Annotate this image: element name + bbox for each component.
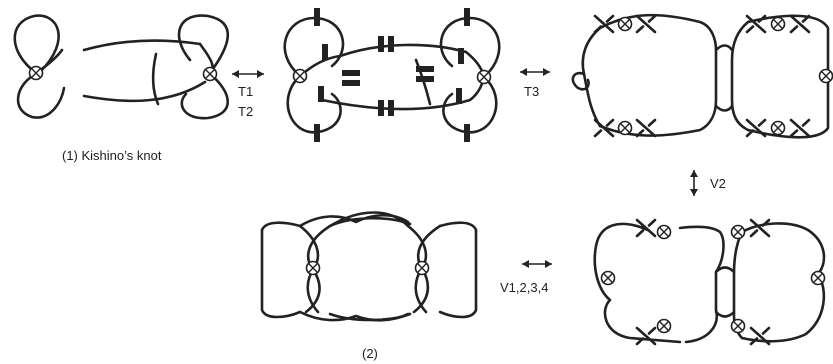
virtual-crossing-icon [619,18,632,31]
virtual-crossing-icon [820,70,833,83]
virtual-crossing-icon [812,272,825,285]
move-label-v2: V2 [710,176,726,191]
caption-kishino-knot: (1) Kishino’s knot [62,148,162,163]
virtual-crossing-icon [772,18,785,31]
virtual-crossing-icon [478,71,491,84]
virtual-crossing-icon [204,68,217,81]
knot-bottom-right [595,220,825,344]
move-label-t3: T3 [524,84,539,99]
crossing-icon [637,16,655,32]
crossing-icon [747,16,765,32]
virtual-crossing-icon [294,70,307,83]
move-arrow-t3 [520,68,550,76]
crossing-icon [637,120,655,136]
virtual-crossing-icon [772,122,785,135]
virtual-crossing-icon [658,320,671,333]
kishino-knot [15,16,228,119]
move-arrow-v2 [690,170,698,196]
move-label-v1234: V1,2,3,4 [500,280,548,295]
virtual-crossing-icon [307,262,320,275]
crossing-icon [595,120,613,136]
knot-figure-2 [262,213,476,321]
crossing-icon [637,328,655,344]
knot-with-bars [285,8,500,142]
virtual-crossing-icon [732,226,745,239]
virtual-crossing-icon [732,320,745,333]
caption-figure-2: (2) [362,346,378,361]
move-label-t1: T1 [238,84,253,99]
virtual-crossing-icon [658,226,671,239]
virtual-crossing-icon [30,67,43,80]
crossing-icon [791,120,809,136]
virtual-crossing-icon [602,272,615,285]
move-label-t2: T2 [238,104,253,119]
crossing-icon [791,16,809,32]
virtual-crossing-icon [619,122,632,135]
crossing-icon [747,120,765,136]
move-arrow-t1-t2 [232,70,264,78]
virtual-crossing-icon [416,262,429,275]
knot-top-right [573,15,833,137]
move-arrow-v1234 [522,260,552,268]
